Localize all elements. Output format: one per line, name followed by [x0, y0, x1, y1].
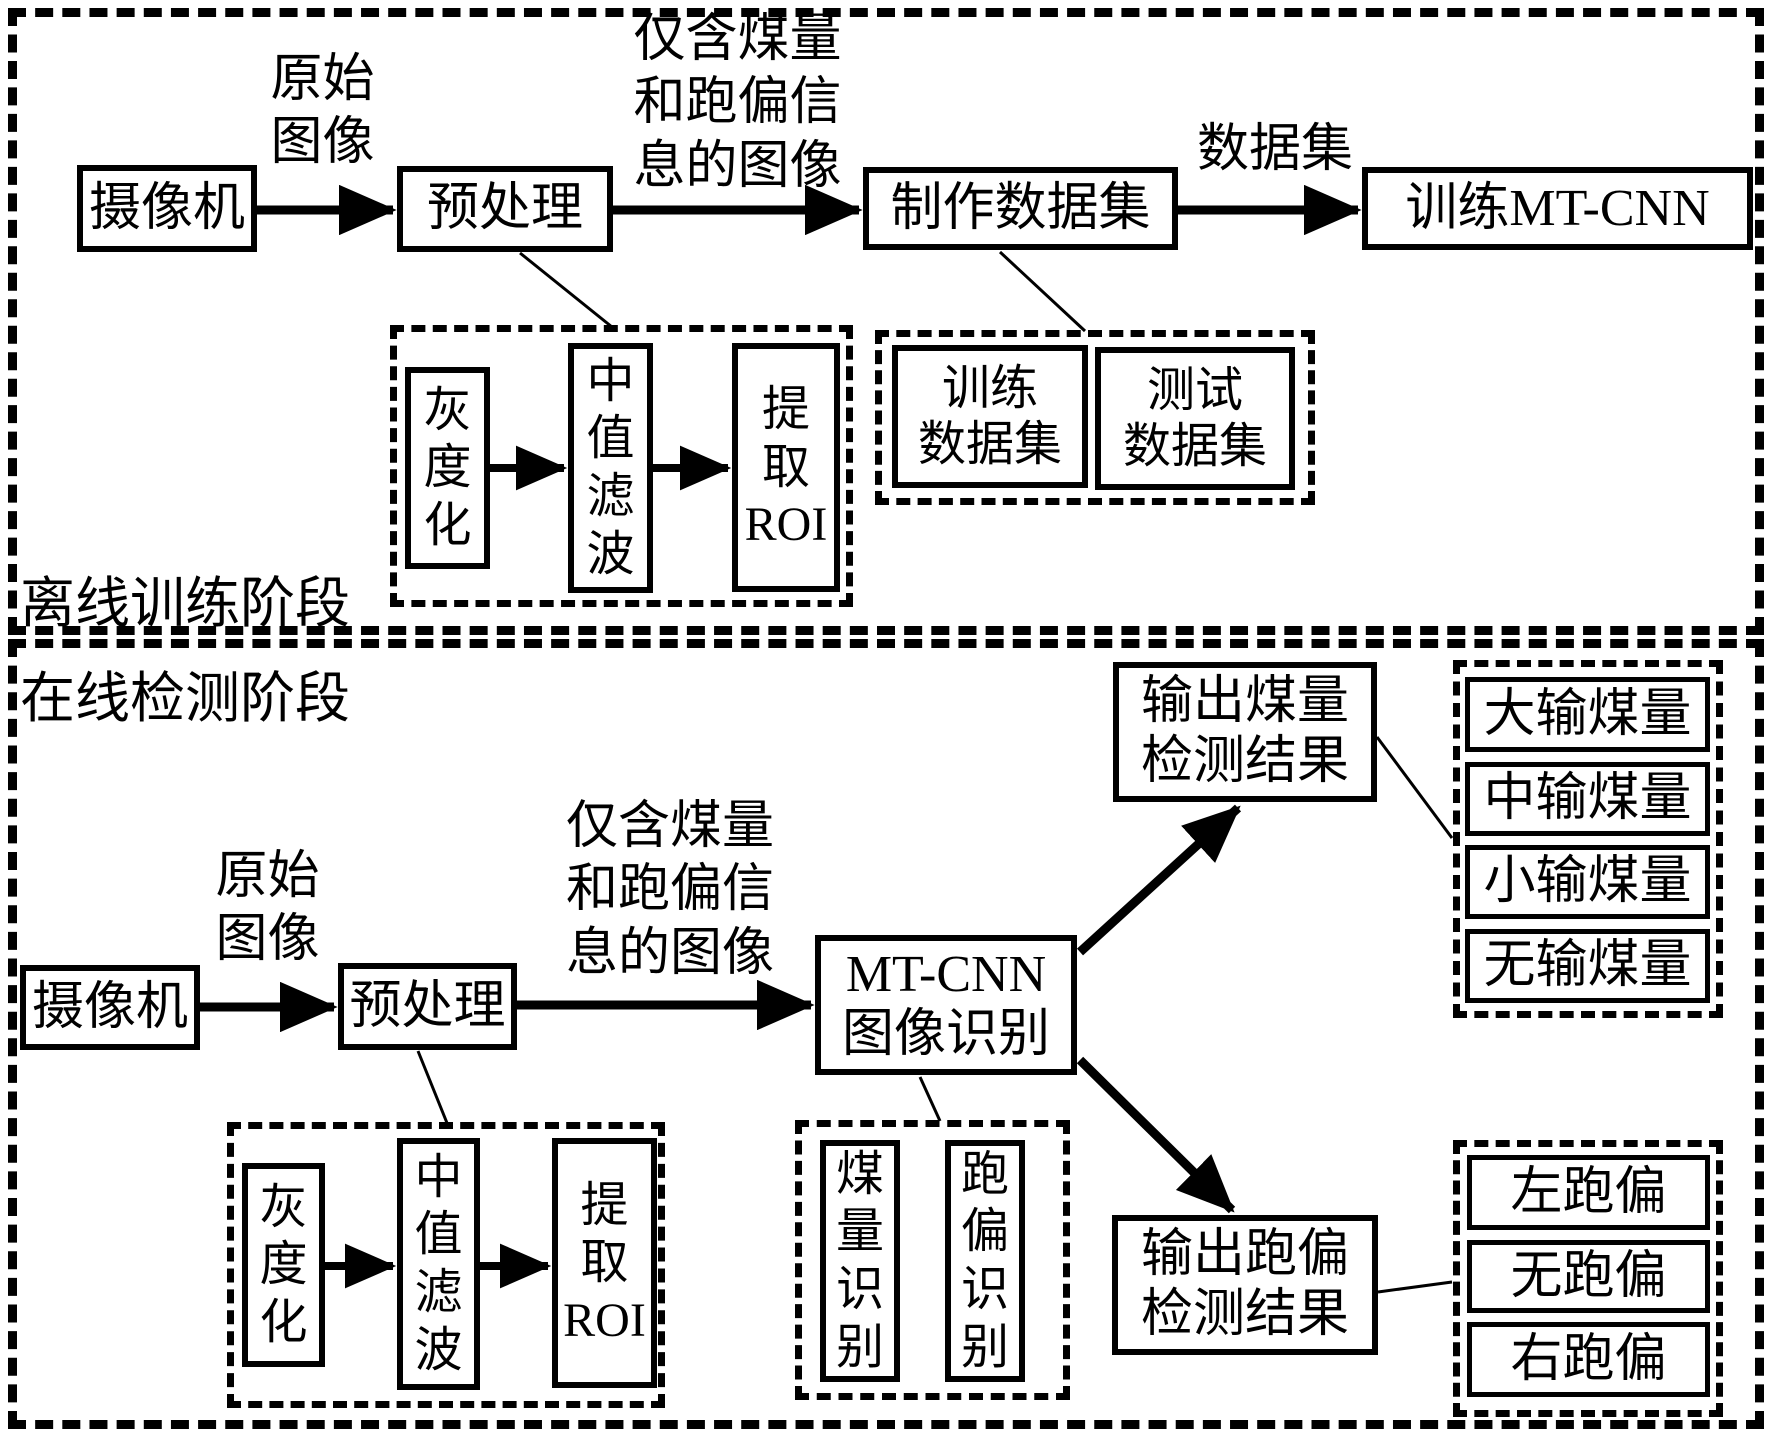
line-outputcoal-to-coal-results [1375, 736, 1454, 839]
output-coal-box: 输出煤量 检测结果 [1113, 662, 1377, 802]
camera-box-offline: 摄像机 [77, 165, 257, 252]
coal-result-medium: 中输煤量 [1465, 762, 1710, 836]
extract-roi-box-online: 提 取 ROI [552, 1138, 657, 1388]
recognition-group [795, 1120, 1070, 1400]
line-outputdev-to-dev-results [1377, 1280, 1453, 1294]
offline-section-border [8, 8, 1764, 635]
extract-roi-box-offline: 提 取 ROI [732, 343, 840, 592]
coal-result-none: 无输煤量 [1465, 929, 1710, 1003]
preprocess-box-offline: 预处理 [397, 166, 613, 252]
mtcnn-recognition-box: MT-CNN 图像识别 [815, 935, 1077, 1075]
train-mtcnn-box: 训练MT-CNN [1362, 167, 1753, 250]
grayscale-box-offline: 灰 度 化 [405, 367, 490, 569]
arrow-mtcnn-to-output-deviation [1076, 1056, 1236, 1214]
dataset-label: 数据集 [1196, 121, 1353, 178]
camera-box-online: 摄像机 [20, 965, 200, 1050]
preprocess-box-online: 预处理 [338, 963, 517, 1050]
coal-info-label-online: 仅含煤量 和跑偏信 息的图像 [565, 798, 774, 982]
deviation-result-right: 右跑偏 [1467, 1322, 1710, 1397]
online-section-label: 在线检测阶段 [20, 668, 351, 729]
preprocess-group-offline [390, 325, 853, 607]
deviation-recognition-box: 跑 偏 识 别 [945, 1140, 1025, 1382]
coal-recognition-box: 煤 量 识 别 [820, 1140, 900, 1382]
deviation-results-group [1453, 1140, 1723, 1417]
offline-section-label: 离线训练阶段 [20, 573, 351, 634]
line-preprocess-to-group-online [416, 1050, 449, 1124]
output-deviation-box: 输出跑偏 检测结果 [1112, 1215, 1378, 1355]
line-preprocess-to-group-offline [519, 251, 613, 329]
median-filter-box-offline: 中 值 滤 波 [568, 343, 653, 593]
raw-image-label-offline: 原始 图像 [270, 51, 375, 172]
datasets-group [875, 330, 1315, 505]
deviation-result-left: 左跑偏 [1467, 1155, 1710, 1230]
make-dataset-box: 制作数据集 [863, 167, 1178, 250]
grayscale-box-online: 灰 度 化 [242, 1163, 325, 1367]
raw-image-label-online: 原始 图像 [215, 848, 320, 969]
online-section-border [8, 639, 1764, 1429]
deviation-result-none: 无跑偏 [1467, 1240, 1710, 1313]
train-dataset-box: 训练 数据集 [892, 345, 1088, 488]
arrow-mtcnn-to-output-coal [1076, 804, 1242, 956]
coal-results-group [1453, 660, 1723, 1018]
test-dataset-box: 测试 数据集 [1095, 347, 1295, 490]
coal-result-small: 小输煤量 [1465, 845, 1710, 919]
line-mtcnn-to-recog-group [918, 1076, 942, 1122]
line-makedataset-to-datasets [998, 250, 1087, 333]
coal-result-large: 大输煤量 [1465, 677, 1710, 752]
median-filter-box-online: 中 值 滤 波 [397, 1138, 480, 1390]
coal-info-label-offline: 仅含煤量 和跑偏信 息的图像 [633, 11, 842, 195]
preprocess-group-online [227, 1122, 665, 1408]
